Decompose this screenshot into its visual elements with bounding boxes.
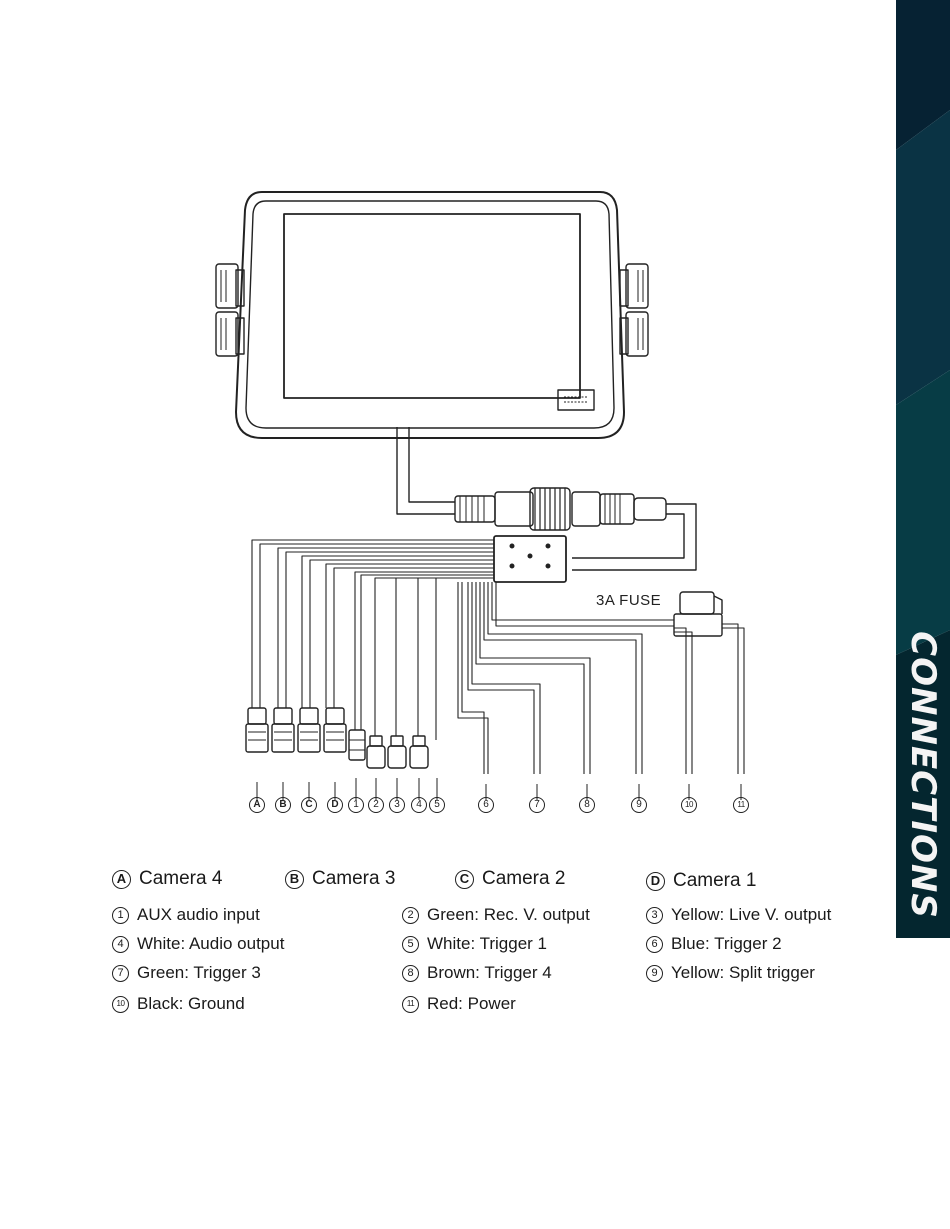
- side-tab-shade-4: [896, 630, 950, 938]
- monitor-right-mount: [619, 263, 649, 357]
- legend-wire-1: 1 AUX audio input: [112, 905, 260, 925]
- diagram-marker-11: 11: [733, 797, 749, 813]
- legend-wire-3: 3 Yellow: Live V. output: [646, 905, 831, 925]
- diagram-marker-b: B: [275, 797, 291, 813]
- legend-wire-symbol: 7: [112, 964, 129, 982]
- legend-wire-symbol: 6: [646, 935, 663, 953]
- cable-connectors: [454, 487, 667, 531]
- main-cable: [396, 427, 697, 571]
- fuse-holder: [673, 591, 723, 637]
- legend-camera-label: Camera 2: [482, 868, 566, 889]
- diagram-marker-6: 6: [478, 797, 494, 813]
- legend-camera-b: B Camera 3: [285, 868, 395, 890]
- legend-wire-symbol: 10: [112, 995, 129, 1013]
- fuse-label: 3A FUSE: [596, 592, 662, 609]
- legend-wire-8: 8 Brown: Trigger 4: [402, 963, 552, 983]
- monitor-screen: [283, 213, 581, 399]
- diagram-marker-d: D: [327, 797, 343, 813]
- legend-wire-label: Yellow: Split trigger: [671, 963, 815, 982]
- diagram-marker-2: 2: [368, 797, 384, 813]
- diagram-marker-c: C: [301, 797, 317, 813]
- legend-camera-symbol: C: [455, 869, 474, 889]
- legend-wire-5: 5 White: Trigger 1: [402, 934, 547, 954]
- legend-wire-symbol: 8: [402, 964, 419, 982]
- side-tab-band: [896, 0, 950, 938]
- marker-leaders: [256, 778, 742, 800]
- side-tab-shade-3: [896, 370, 950, 655]
- side-tab-shade-2: [896, 110, 950, 405]
- wire-bundle: [251, 539, 745, 774]
- legend-wire-6: 6 Blue: Trigger 2: [646, 934, 782, 954]
- legend-camera-label: Camera 4: [139, 868, 223, 889]
- side-tab-shade-1: [896, 0, 950, 150]
- legend-camera-symbol: D: [646, 871, 665, 891]
- legend-wire-symbol: 5: [402, 935, 419, 953]
- legend-wire-symbol: 1: [112, 906, 129, 924]
- diagram-marker-4: 4: [411, 797, 427, 813]
- legend-wire-label: Blue: Trigger 2: [671, 934, 782, 953]
- diagram-marker-5: 5: [429, 797, 445, 813]
- monitor: [215, 191, 649, 439]
- legend-wire-label: Red: Power: [427, 994, 516, 1013]
- legend-wire-symbol: 2: [402, 906, 419, 924]
- legend-wire-label: White: Audio output: [137, 934, 285, 953]
- diagram-marker-9: 9: [631, 797, 647, 813]
- diagram-marker-1: 1: [348, 797, 364, 813]
- diagram-marker-3: 3: [389, 797, 405, 813]
- camera-connectors: [245, 707, 347, 753]
- rca-connectors: [348, 729, 429, 769]
- legend-wire-label: Black: Ground: [137, 994, 245, 1013]
- diagram-marker-10: 10: [681, 797, 697, 813]
- legend-wire-symbol: 11: [402, 995, 419, 1013]
- legend-camera-c: C Camera 2: [455, 868, 565, 890]
- legend-camera-symbol: A: [112, 869, 131, 889]
- legend-wire-9: 9 Yellow: Split trigger: [646, 963, 815, 983]
- legend-wire-label: AUX audio input: [137, 905, 260, 924]
- legend-wire-symbol: 3: [646, 906, 663, 924]
- legend-wire-label: Green: Rec. V. output: [427, 905, 590, 924]
- legend-camera-symbol: B: [285, 869, 304, 889]
- legend-camera-d: D Camera 1: [646, 870, 756, 892]
- legend-camera-label: Camera 3: [312, 868, 396, 889]
- diagram-marker-8: 8: [579, 797, 595, 813]
- legend-wire-4: 4 White: Audio output: [112, 934, 284, 954]
- legend-wire-label: Green: Trigger 3: [137, 963, 261, 982]
- diagram-marker-7: 7: [529, 797, 545, 813]
- junction-box: [493, 535, 567, 583]
- monitor-left-mount: [215, 263, 245, 357]
- legend-wire-label: White: Trigger 1: [427, 934, 547, 953]
- legend-wire-symbol: 4: [112, 935, 129, 953]
- legend-wire-label: Yellow: Live V. output: [671, 905, 832, 924]
- legend-wire-11: 11 Red: Power: [402, 994, 516, 1014]
- legend-wire-symbol: 9: [646, 964, 663, 982]
- legend-camera-label: Camera 1: [673, 870, 757, 891]
- legend-wire-7: 7 Green: Trigger 3: [112, 963, 261, 983]
- legend-wire-2: 2 Green: Rec. V. output: [402, 905, 590, 925]
- legend-wire-10: 10 Black: Ground: [112, 994, 245, 1014]
- monitor-ir-sensor: [557, 389, 595, 411]
- legend-camera-a: A Camera 4: [112, 868, 222, 890]
- legend-wire-label: Brown: Trigger 4: [427, 963, 552, 982]
- diagram-marker-a: A: [249, 797, 265, 813]
